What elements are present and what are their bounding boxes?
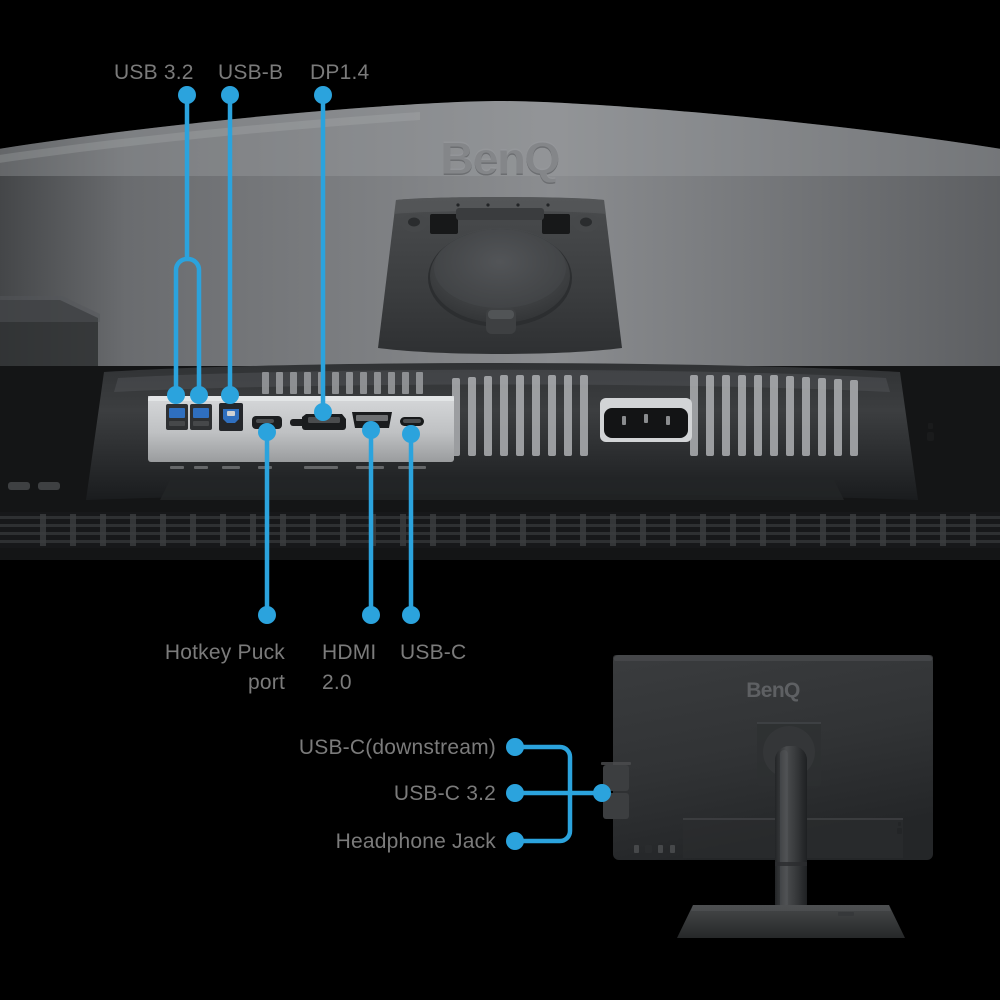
dot-usbc-32 xyxy=(506,784,524,802)
callout-label-usb32: USB 3.2 xyxy=(114,61,194,84)
dot-hotkey-port xyxy=(258,423,276,441)
port-plate xyxy=(148,396,454,462)
inset-kensington-slot xyxy=(897,822,902,834)
dot-hdmi-port xyxy=(362,421,380,439)
dot-usb-a-1 xyxy=(167,386,185,404)
inset-control-buttons xyxy=(634,845,675,853)
dot-hdmi-label xyxy=(362,606,380,624)
port-usb-a-2 xyxy=(190,404,212,430)
control-buttons xyxy=(8,482,60,490)
dot-usbc-downstream xyxy=(506,738,524,756)
callout-label-hotkey-line1: Hotkey Puck xyxy=(164,641,285,664)
dot-headphone-jack xyxy=(506,832,524,850)
port-hotkey-puck xyxy=(252,416,282,429)
callout-label-usbc-downstream: USB-C(downstream) xyxy=(298,736,496,759)
inset-side-ports xyxy=(601,762,631,819)
callout-label-usbc-32: USB-C 3.2 xyxy=(393,782,496,805)
ac-power-socket xyxy=(600,398,692,442)
dot-usb-b xyxy=(221,386,239,404)
ventilation-fins xyxy=(262,372,858,456)
dot-usb32-label xyxy=(178,86,196,104)
svg-text:BenQ: BenQ xyxy=(746,679,800,702)
dot-usbb-label xyxy=(221,86,239,104)
callout-label-headphone-jack: Headphone Jack xyxy=(335,830,496,853)
bottom-grille xyxy=(0,512,1000,548)
dot-dp xyxy=(314,403,332,421)
callout-dots xyxy=(167,86,611,850)
port-usb-a-1 xyxy=(166,404,188,430)
vesa-mount-plate xyxy=(378,197,622,354)
svg-text:BenQ: BenQ xyxy=(441,133,560,185)
callout-label-hdmi-line2: 2.0 xyxy=(322,671,352,694)
dot-hotkey-label xyxy=(258,606,276,624)
svg-text:BenQ: BenQ xyxy=(441,132,560,184)
callout-label-dp14: DP1.4 xyxy=(310,61,370,84)
port-usb-b xyxy=(219,403,243,431)
port-usb-c xyxy=(400,417,424,426)
leader-usb32-fork xyxy=(173,256,202,398)
dot-usb-a-2 xyxy=(190,386,208,404)
kensington-lock-slot xyxy=(927,423,934,441)
dot-inset-side-port xyxy=(593,784,611,802)
dot-dp14-label xyxy=(314,86,332,104)
callout-label-hdmi-line1: HDMI xyxy=(322,641,377,664)
port-hdmi xyxy=(352,412,392,428)
callout-leader-lines xyxy=(173,92,605,844)
inset-monitor: BenQ xyxy=(601,655,933,938)
callout-label-usbc: USB-C xyxy=(400,641,467,664)
dot-usbc-label xyxy=(402,606,420,624)
vesa-screw xyxy=(401,214,599,232)
port-bay xyxy=(0,363,1000,560)
dot-usbc-port xyxy=(402,425,420,443)
callout-label-usbb: USB-B xyxy=(218,61,284,84)
callout-label-hotkey-line2: port xyxy=(248,671,285,694)
benq-logo-main: BenQ BenQ xyxy=(441,132,561,186)
